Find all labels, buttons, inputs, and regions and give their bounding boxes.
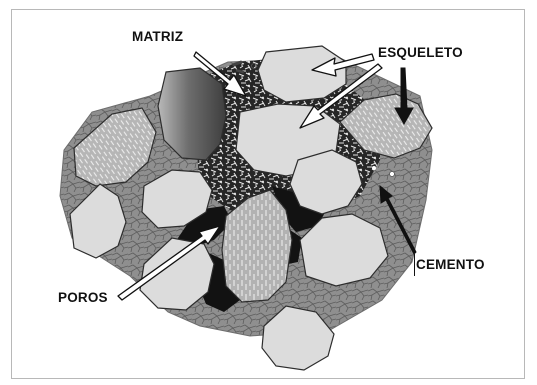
text-cursor [414,254,415,276]
label-poros: POROS [58,290,108,305]
label-matriz: MATRIZ [132,29,183,44]
label-cemento: CEMENTO [416,257,485,272]
label-esqueleto: ESQUELETO [378,45,463,60]
